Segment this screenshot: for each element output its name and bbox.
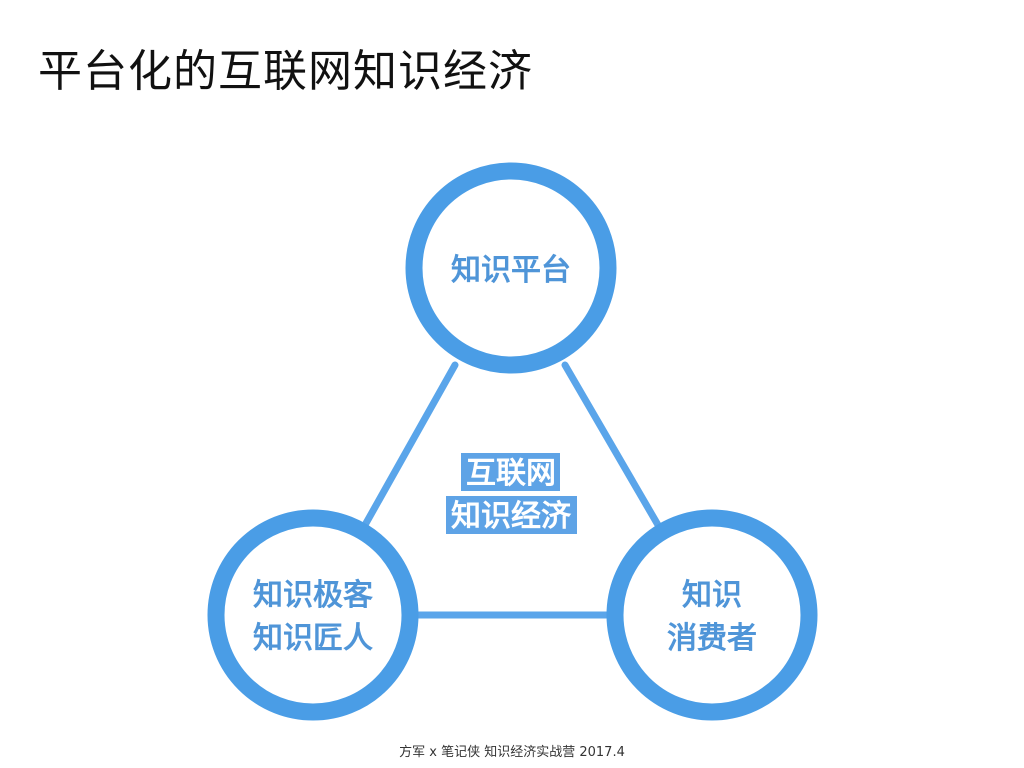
slide-title: 平台化的互联网知识经济 xyxy=(38,46,533,97)
node-label-left-line-1: 知识极客 xyxy=(253,578,373,613)
center-highlight-line-1 xyxy=(461,453,560,491)
center-label-line-2: 知识经济 xyxy=(451,499,572,534)
node-label-top: 知识平台 xyxy=(451,253,571,288)
node-ring-left xyxy=(207,509,419,721)
node-knowledge-creators: 知识极客 知识匠人 xyxy=(207,509,419,721)
center-highlight-line-2 xyxy=(446,496,577,534)
node-label-right-line-1: 知识 xyxy=(682,578,742,613)
connector-top-right xyxy=(561,361,662,529)
node-ring-right xyxy=(606,509,818,721)
center-label-line-1: 互联网 xyxy=(466,456,556,491)
node-label-right-line-2: 消费者 xyxy=(667,621,757,656)
connector-top-left xyxy=(361,361,459,529)
center-label-group: 互联网 知识经济 xyxy=(446,453,577,534)
node-label-left-line-2: 知识匠人 xyxy=(253,621,373,656)
node-knowledge-consumers: 知识 消费者 xyxy=(606,509,818,721)
node-knowledge-platform: 知识平台 xyxy=(405,162,617,374)
node-ring-top xyxy=(405,162,617,374)
slide-footer: 方军 x 笔记侠 知识经济实战营 2017.4 xyxy=(399,745,625,760)
